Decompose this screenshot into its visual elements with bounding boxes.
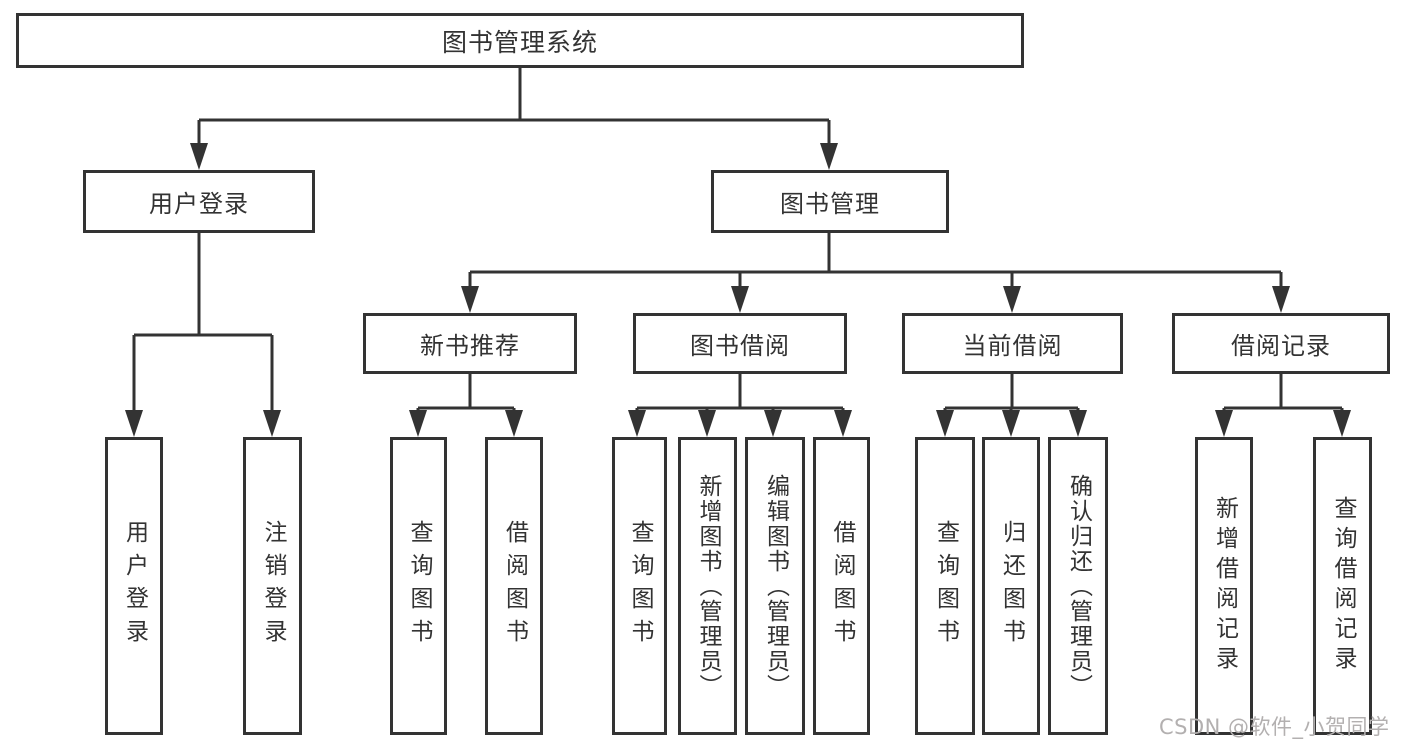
node-borrow-borrow-books-label: 借阅图书 xyxy=(829,520,855,652)
node-current-borrow: 当前借阅 xyxy=(902,313,1123,374)
node-current-return-books-label: 归还图书 xyxy=(998,520,1025,652)
arrowheads xyxy=(125,143,1351,437)
node-borrow-borrow-books: 借阅图书 xyxy=(813,437,870,735)
node-newbook-query-books: 查询图书 xyxy=(390,437,447,735)
node-current-query-books: 查询图书 xyxy=(915,437,975,735)
node-borrow-records-label: 借阅记录 xyxy=(1231,332,1331,360)
node-newbook-query-books-label: 查询图书 xyxy=(406,520,432,652)
node-login-action-label: 用户登录 xyxy=(121,520,148,652)
node-current-confirm-return-admin-label: 确认归还（管理员） xyxy=(1065,473,1092,699)
node-records-add-borrow-record-label: 新增借阅记录 xyxy=(1211,496,1238,676)
node-book-management: 图书管理 xyxy=(711,170,949,233)
node-book-borrow: 图书借阅 xyxy=(633,313,847,374)
node-logout-action-label: 注销登录 xyxy=(260,520,286,652)
node-book-management-label: 图书管理 xyxy=(780,190,880,218)
node-newbook-borrow-books: 借阅图书 xyxy=(485,437,543,735)
node-borrow-edit-books-admin: 编辑图书（管理员） xyxy=(745,437,805,735)
node-borrow-add-books-admin-label: 新增图书（管理员） xyxy=(695,473,721,699)
node-borrow-add-books-admin: 新增图书（管理员） xyxy=(678,437,737,735)
node-book-borrow-label: 图书借阅 xyxy=(690,332,790,360)
node-records-add-borrow-record: 新增借阅记录 xyxy=(1195,437,1253,735)
node-borrow-records: 借阅记录 xyxy=(1172,313,1390,374)
node-root-label: 图书管理系统 xyxy=(441,27,598,57)
node-user-login: 用户登录 xyxy=(83,170,315,233)
node-login-action: 用户登录 xyxy=(105,437,163,735)
node-borrow-query-books-label: 查询图书 xyxy=(627,520,653,652)
node-records-query-borrow-record-label: 查询借阅记录 xyxy=(1330,496,1356,676)
node-logout-action: 注销登录 xyxy=(243,437,302,735)
node-new-book-recommend: 新书推荐 xyxy=(363,313,577,374)
node-current-query-books-label: 查询图书 xyxy=(932,520,959,652)
node-records-query-borrow-record: 查询借阅记录 xyxy=(1313,437,1372,735)
node-root: 图书管理系统 xyxy=(16,13,1024,68)
csdn-watermark: CSDN @软件_小贺同学 xyxy=(1159,715,1390,739)
node-current-return-books: 归还图书 xyxy=(982,437,1040,735)
node-current-confirm-return-admin: 确认归还（管理员） xyxy=(1048,437,1108,735)
node-borrow-edit-books-admin-label: 编辑图书（管理员） xyxy=(762,473,789,699)
node-newbook-borrow-books-label: 借阅图书 xyxy=(501,520,528,652)
node-user-login-label: 用户登录 xyxy=(149,190,249,218)
node-borrow-query-books: 查询图书 xyxy=(612,437,667,735)
node-current-borrow-label: 当前借阅 xyxy=(962,332,1063,360)
node-new-book-recommend-label: 新书推荐 xyxy=(420,332,520,360)
